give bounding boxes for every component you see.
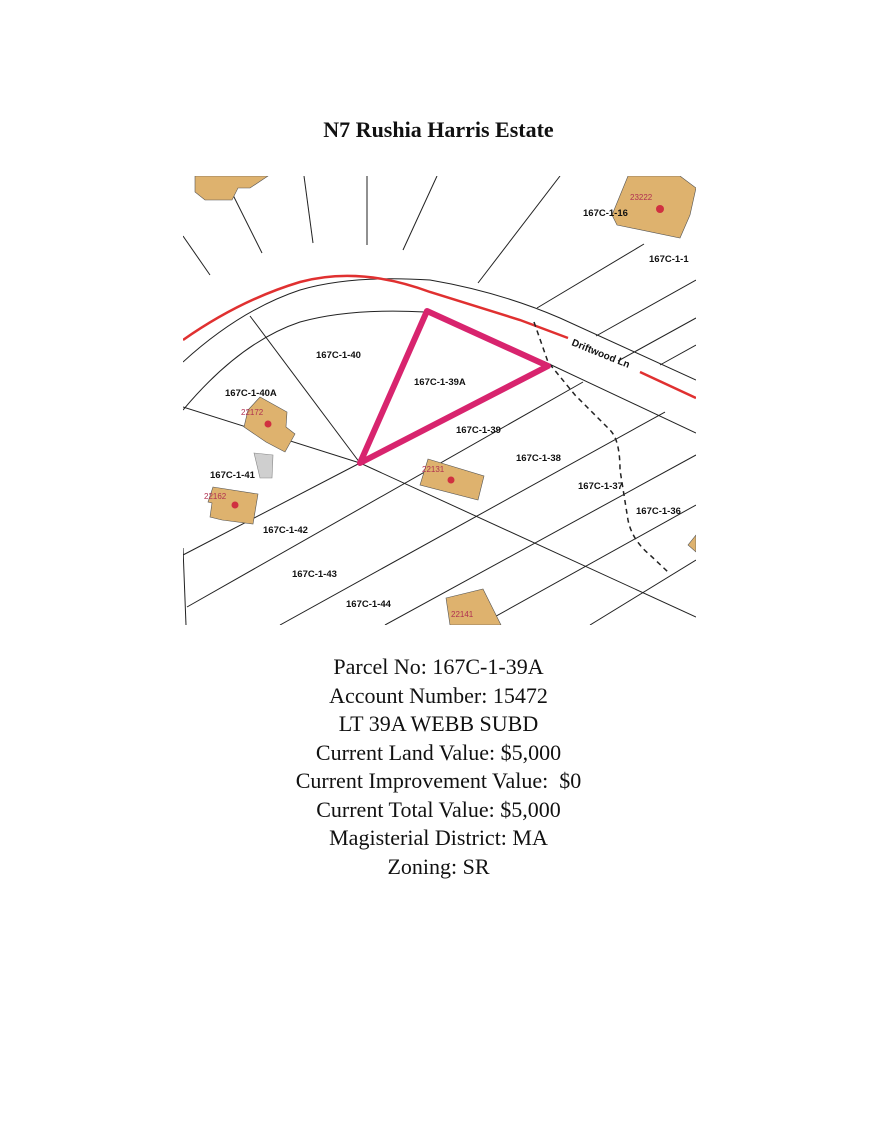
buildings [194, 176, 696, 625]
label-167C-1-39A: 167C-1-39A [414, 377, 466, 388]
label-167C-1-40: 167C-1-40 [316, 350, 361, 361]
label-167C-1-36: 167C-1-36 [636, 506, 681, 517]
parcel-info: Parcel No: 167C-1-39A Account Number: 15… [0, 653, 877, 881]
building-edge-right [687, 534, 696, 553]
magisterial-district: Magisterial District: MA [329, 825, 548, 850]
label-167C-1-42: 167C-1-42 [263, 525, 308, 536]
building-gray [253, 452, 274, 479]
parcel-number: Parcel No: 167C-1-39A [333, 654, 544, 679]
label-167C-1-38: 167C-1-38 [516, 453, 561, 464]
label-167C-1-39: 167C-1-39 [456, 425, 501, 436]
address-22172: 22172 [241, 408, 264, 417]
address-23222: 23222 [630, 193, 653, 202]
parcel-labels: 167C-1-16 167C-1-1 167C-1-40 167C-1-39A … [210, 208, 689, 610]
land-value: Current Land Value: $5,000 [315, 739, 562, 765]
label-167C-1-41: 167C-1-41 [210, 470, 256, 481]
label-167C-1-43: 167C-1-43 [292, 569, 337, 580]
building-top-left [194, 176, 269, 201]
address-22141: 22141 [451, 610, 474, 619]
road-centerline-east [639, 370, 696, 400]
address-22162: 22162 [204, 492, 227, 501]
label-167C-1-44: 167C-1-44 [346, 599, 392, 610]
road-edges [183, 278, 696, 434]
label-167C-1-16: 167C-1-16 [583, 208, 628, 219]
parcel-map[interactable]: Driftwood Ln 167C-1-16 167C-1-1 167C-1-4… [183, 176, 696, 625]
improvement-value: Current Improvement Value: $0 [295, 768, 582, 793]
label-167C-1-1: 167C-1-1 [649, 254, 689, 265]
highlighted-parcel-167C-1-39A[interactable] [357, 308, 551, 466]
address-22131: 22131 [422, 465, 445, 474]
total-value: Current Total Value: $5,000 [316, 796, 561, 822]
legal-description: LT 39A WEBB SUBD [338, 711, 539, 736]
page-title: N7 Rushia Harris Estate [323, 117, 554, 142]
zoning: Zoning: SR [387, 853, 490, 879]
dashed-boundary [533, 321, 669, 573]
road-centerline [183, 274, 569, 342]
road-label: Driftwood Ln [570, 338, 631, 371]
label-167C-1-40A: 167C-1-40A [225, 388, 277, 399]
account-number: Account Number: 15472 [329, 682, 548, 708]
label-167C-1-37: 167C-1-37 [578, 481, 623, 492]
building-23222 [611, 176, 696, 239]
address-labels: 23222 22172 22131 22162 22141 [204, 193, 653, 619]
building-22141 [445, 588, 502, 625]
